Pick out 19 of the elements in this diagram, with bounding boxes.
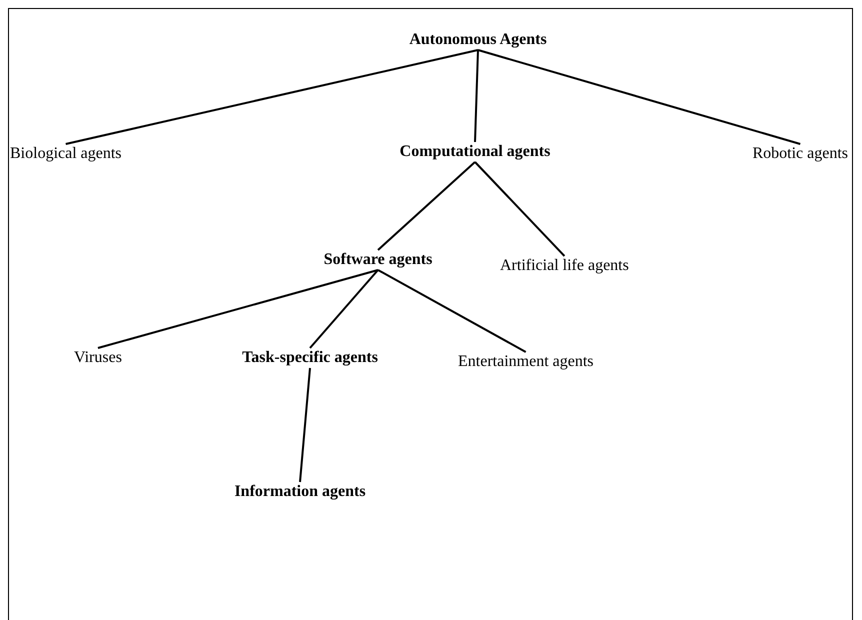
node-label: Entertainment agents — [458, 352, 594, 372]
connector-line — [474, 50, 479, 142]
connector-line — [478, 49, 800, 145]
node-label: Viruses — [74, 348, 122, 368]
node-label: Autonomous Agents — [409, 30, 547, 50]
node-label: Software agents — [324, 250, 432, 270]
node-label: Robotic agents — [752, 144, 848, 164]
node-label: Biological agents — [10, 144, 122, 164]
connector-line — [377, 161, 476, 251]
node-label: Artificial life agents — [500, 256, 629, 276]
connector-line — [309, 269, 379, 349]
connector-line — [474, 161, 566, 257]
connector-line — [378, 269, 526, 353]
connector-line — [98, 269, 378, 349]
node-label: Information agents — [234, 482, 366, 502]
connector-line — [66, 49, 478, 145]
connector-line — [299, 368, 311, 482]
node-label: Computational agents — [400, 142, 550, 162]
node-label: Task-specific agents — [242, 348, 378, 368]
